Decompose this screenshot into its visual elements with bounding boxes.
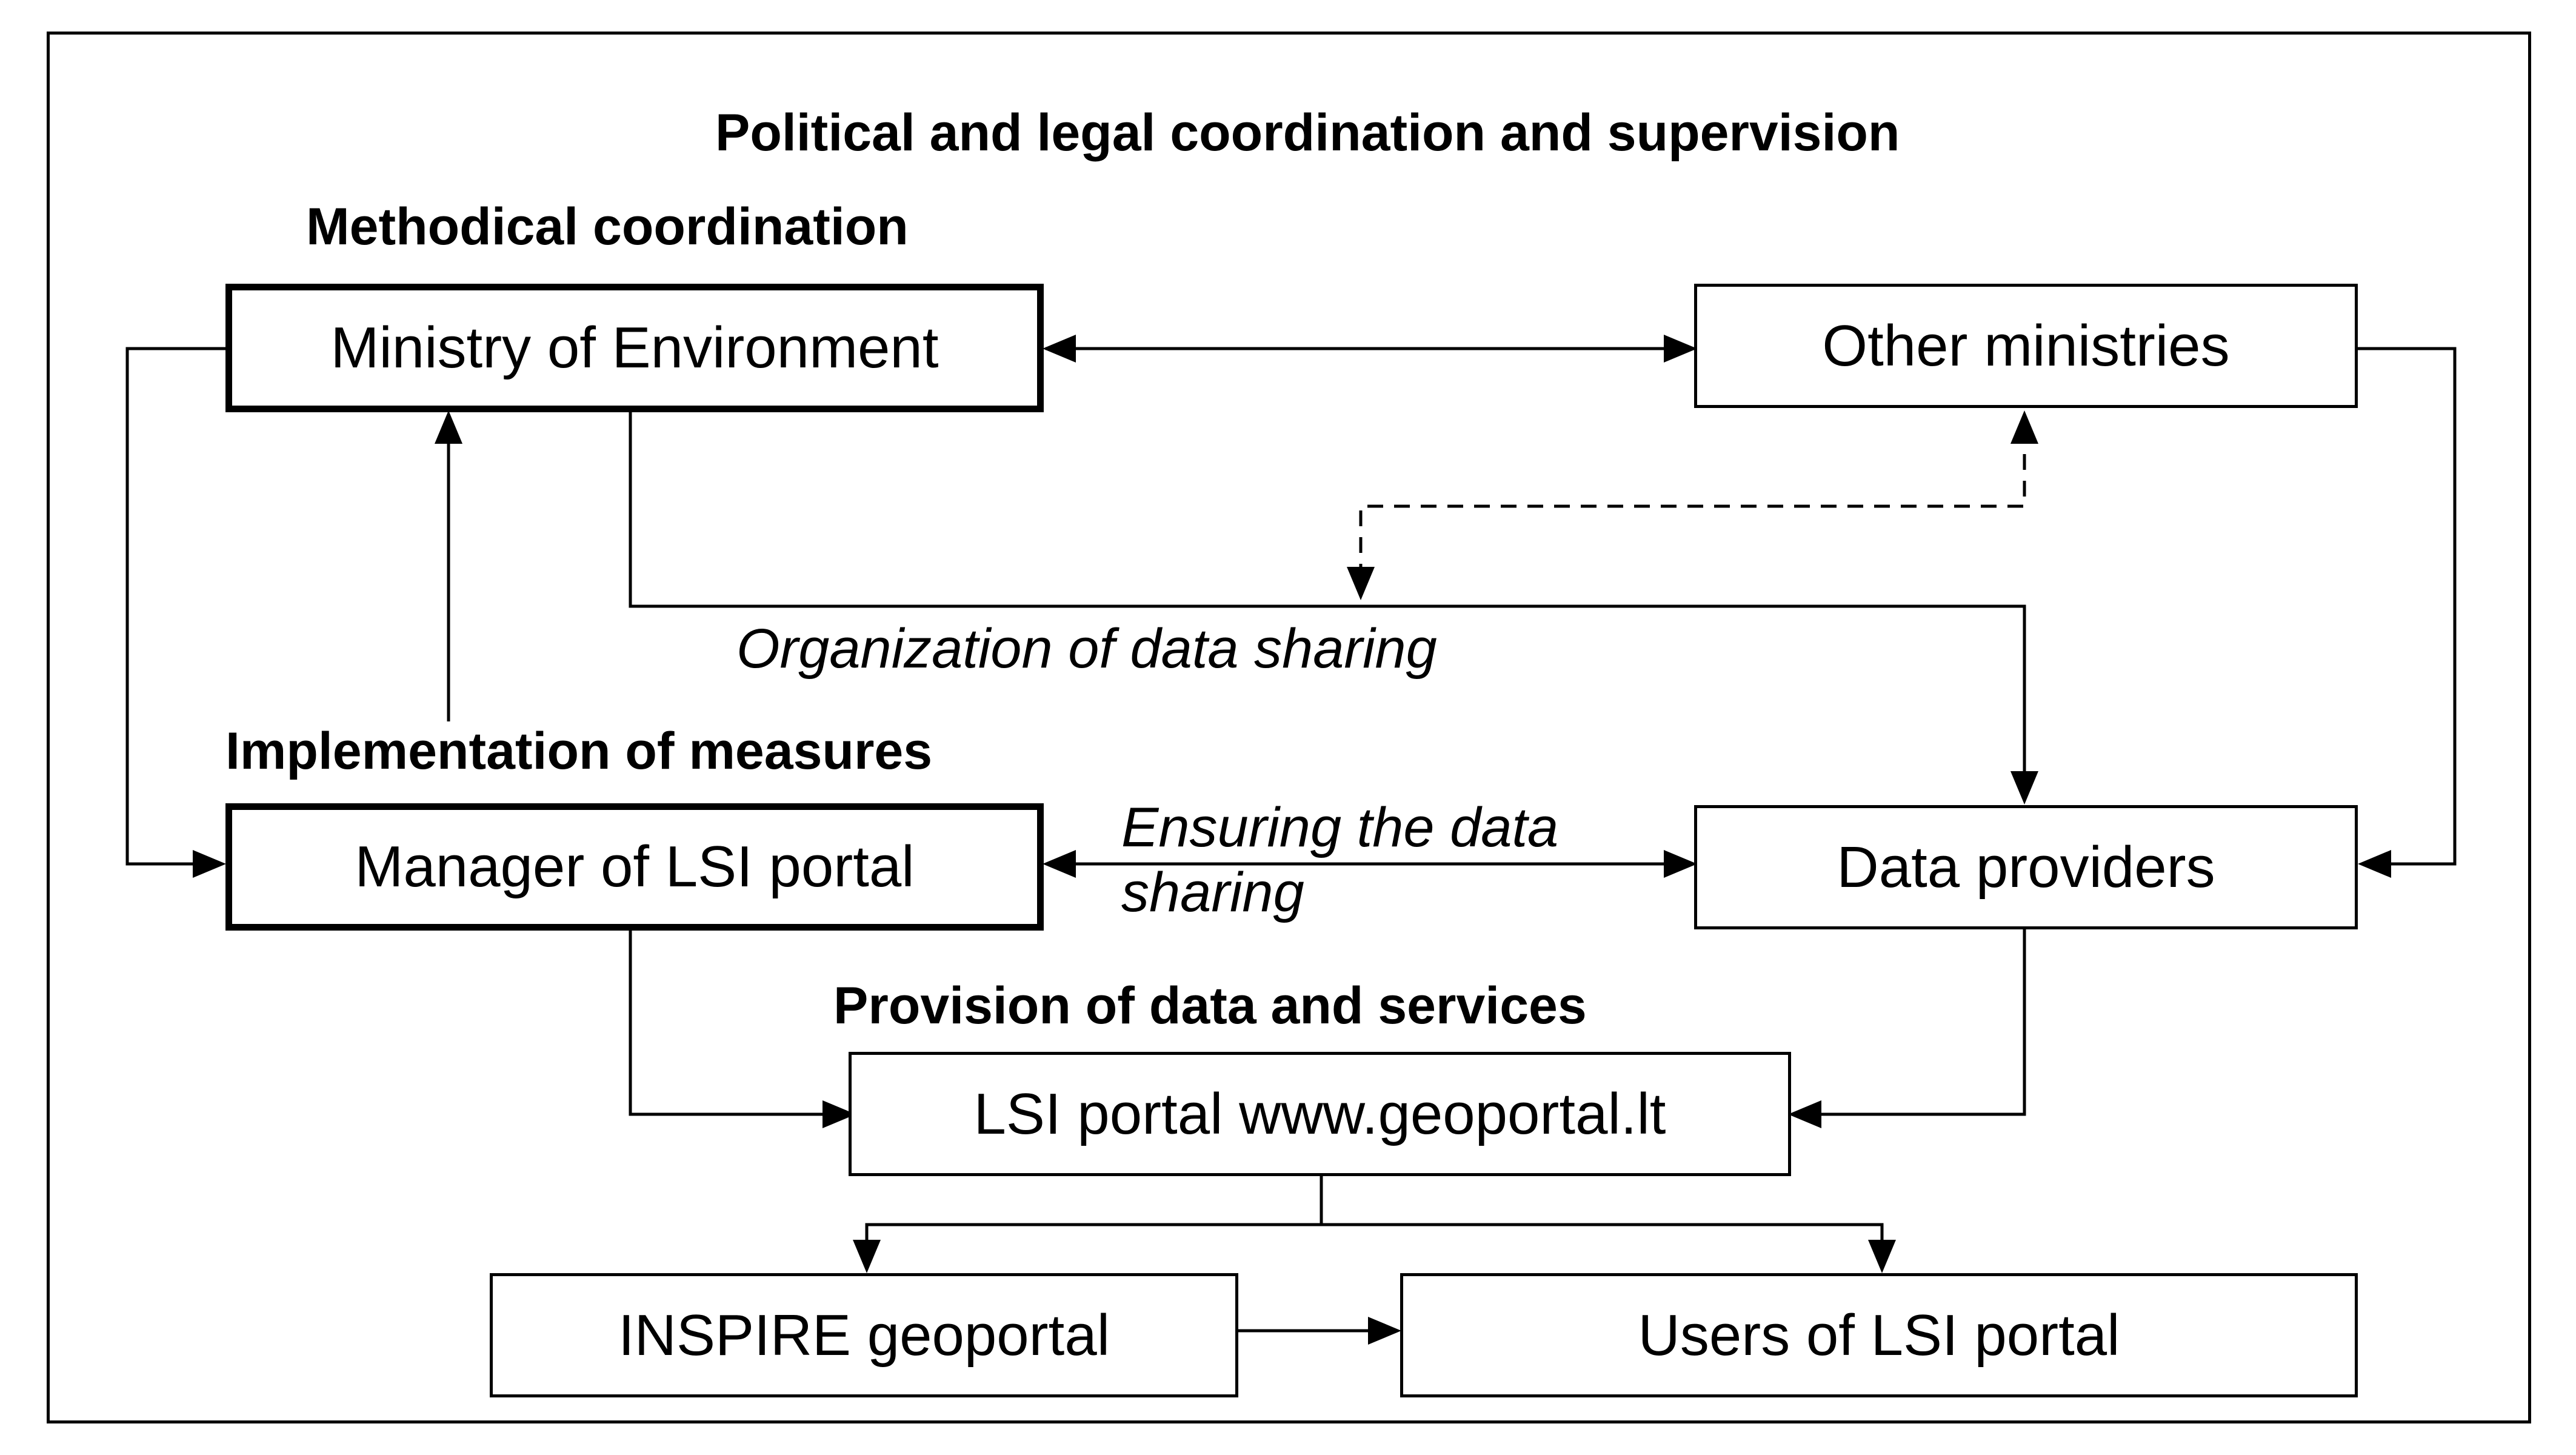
- label-ensuring-line2: sharing: [1121, 861, 1304, 923]
- edge-providers-to-portal: [1821, 928, 2026, 1116]
- arrowhead-ministry: [1043, 335, 1076, 363]
- heading-political: Political and legal coordination and sup…: [715, 104, 1900, 162]
- label-organization: Organization of data sharing: [736, 618, 1437, 680]
- node-inspire-geoportal-label: INSPIRE geoportal: [618, 1302, 1110, 1368]
- arrowhead-other: [1664, 335, 1697, 363]
- node-manager-lsi: Manager of LSI portal: [225, 803, 1044, 931]
- arrowhead-manager-left: [193, 850, 226, 878]
- arrowhead-providers-right: [2358, 850, 2391, 878]
- node-users-lsi: Users of LSI portal: [1400, 1273, 2358, 1397]
- edge-ministry-to-manager: [125, 347, 227, 866]
- node-data-providers-label: Data providers: [1837, 834, 2215, 900]
- arrowhead-portal-right: [1788, 1100, 1821, 1128]
- arrowhead-ministry-bottom: [435, 410, 462, 444]
- arrowhead-providers-left: [1664, 850, 1697, 878]
- arrowhead-users-left: [1368, 1317, 1401, 1345]
- node-manager-lsi-label: Manager of LSI portal: [355, 834, 915, 899]
- node-lsi-portal: LSI portal www.geoportal.lt: [849, 1052, 1791, 1176]
- edge-manager-to-portal: [629, 931, 824, 1116]
- heading-implementation: Implementation of measures: [225, 722, 933, 780]
- heading-provision: Provision of data and services: [833, 977, 1587, 1035]
- arrowhead-portal-left: [823, 1100, 856, 1128]
- label-ensuring-line1: Ensuring the data: [1121, 797, 1559, 858]
- node-other-ministries: Other ministries: [1694, 284, 2358, 408]
- arrowhead-users: [1868, 1240, 1896, 1273]
- arrowhead-manager-right: [1043, 850, 1076, 878]
- arrowheads: [193, 335, 2391, 1345]
- node-ministry-environment: Ministry of Environment: [225, 284, 1044, 412]
- arrowhead-organization-line: [1347, 567, 1375, 600]
- edge-other-to-providers: [2355, 347, 2457, 866]
- node-other-ministries-label: Other ministries: [1822, 313, 2230, 378]
- node-users-lsi-label: Users of LSI portal: [1638, 1302, 2120, 1368]
- edge-other-dashed: [1359, 427, 2026, 582]
- node-data-providers: Data providers: [1694, 805, 2358, 929]
- heading-methodical: Methodical coordination: [306, 198, 909, 256]
- edge-portal-to-inspire: [865, 1223, 1321, 1249]
- edge-ministry-to-providers: [629, 412, 2026, 788]
- edge-portal-to-users: [1321, 1223, 1884, 1249]
- arrowhead-inspire: [853, 1240, 881, 1273]
- arrowhead-other-bottom: [2010, 410, 2038, 444]
- arrowhead-providers-top: [2010, 771, 2038, 804]
- node-lsi-portal-label: LSI portal www.geoportal.lt: [973, 1081, 1666, 1146]
- diagram-frame: [47, 32, 2531, 1423]
- node-ministry-environment-label: Ministry of Environment: [330, 315, 939, 380]
- node-inspire-geoportal: INSPIRE geoportal: [490, 1273, 1238, 1397]
